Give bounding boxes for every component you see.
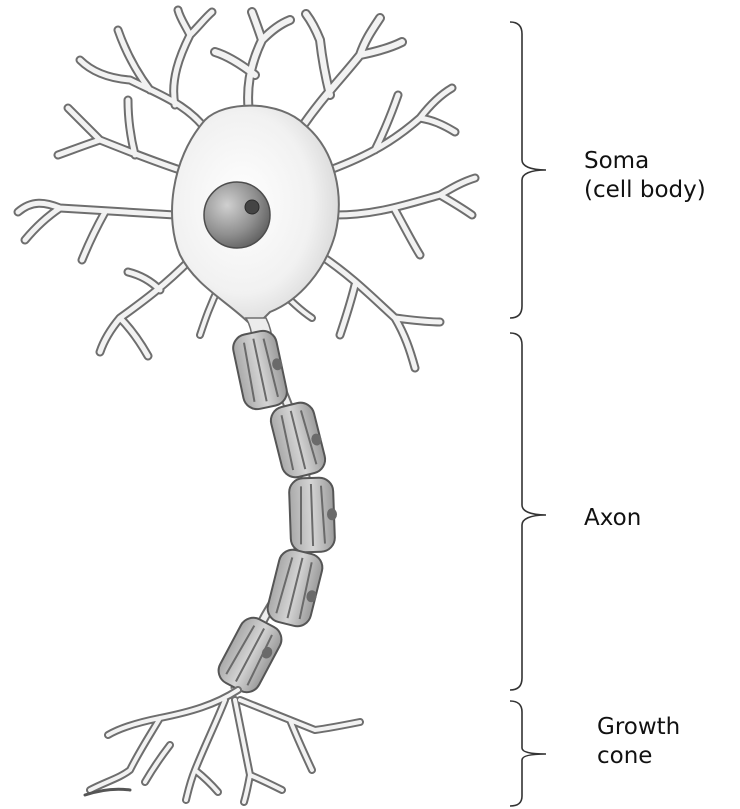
soma-label-line2: (cell body) [584,176,706,205]
myelin-sheath [231,328,291,412]
growth-cone [85,690,360,802]
brackets [510,22,546,806]
growth-cone-bracket [510,701,546,806]
nucleolus [245,200,259,214]
myelin-sheath [265,547,327,630]
myelin-sheath [214,613,287,697]
myelin-sheaths [214,328,339,697]
axon-label-line1: Axon [584,504,641,533]
myelin-sheath [289,477,339,553]
nucleus [204,182,270,248]
growth-cone-label-line1: Growth [597,713,680,742]
soma-bracket [510,22,546,318]
axon-bracket [510,333,546,690]
myelin-sheath [268,400,329,481]
soma-label-line1: Soma [584,147,706,176]
growth-cone-label: Growth cone [597,713,680,771]
soma-label: Soma (cell body) [584,147,706,205]
axon-label: Axon [584,504,641,533]
growth-cone-label-line2: cone [597,742,680,771]
